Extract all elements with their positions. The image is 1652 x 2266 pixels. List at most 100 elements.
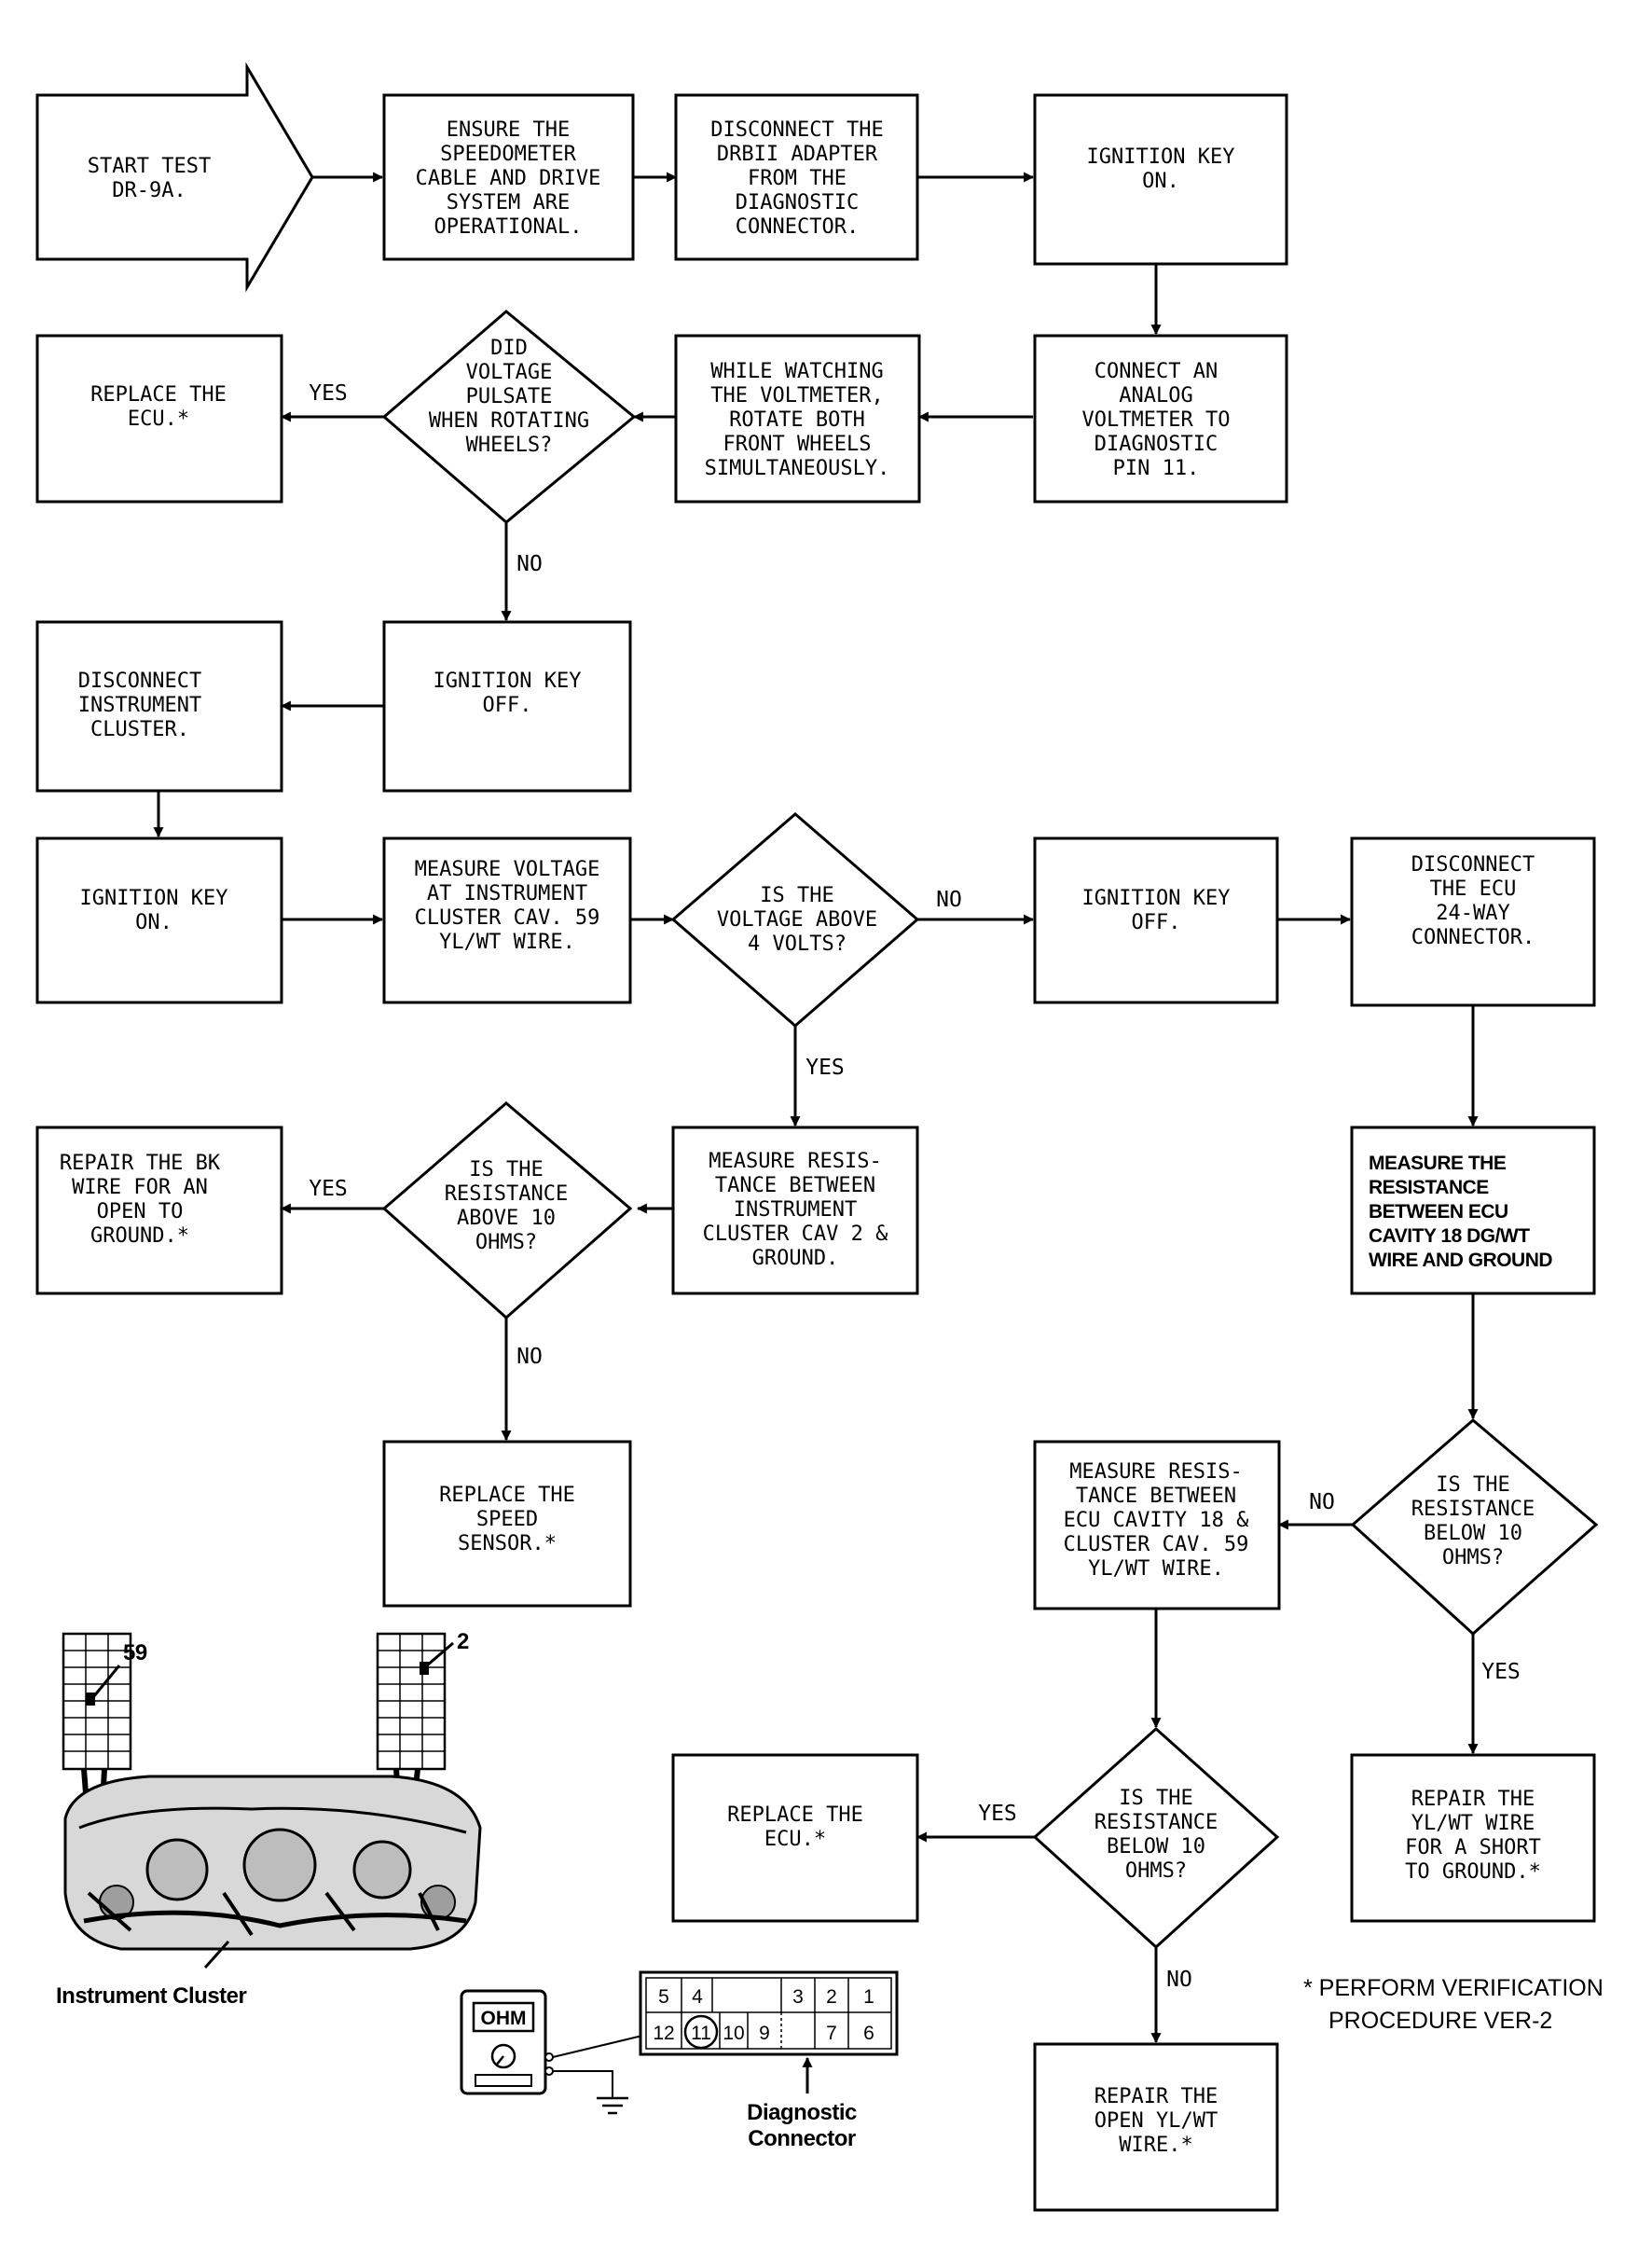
edge-yes-pulsate: YES (309, 381, 348, 406)
node-text-line: INSTRUMENT (734, 1198, 857, 1222)
node-text-line: DR-9A. (112, 179, 186, 202)
node-text-line: ON. (135, 911, 172, 934)
node-text-line: ECU CAVITY 18 & (1064, 1509, 1249, 1532)
node-text-line: FROM THE (748, 167, 847, 190)
node-text-line: VOLTMETER TO (1082, 408, 1231, 432)
node-text-line: REPLACE THE (439, 1484, 575, 1507)
node-text-line: CLUSTER CAV 2 & (703, 1223, 888, 1246)
note-line1: * PERFORM VERIFICATION (1303, 1975, 1604, 2001)
node-text-line: OPERATIONAL. (434, 215, 583, 239)
node-text-line: SPEEDOMETER (440, 143, 576, 166)
edge-no-pulsate: NO (516, 552, 543, 576)
pin-top-4: 3 (792, 1986, 804, 2008)
node-text-line: IGNITION KEY (80, 887, 228, 910)
node-text-line: PIN 11. (1113, 457, 1200, 480)
node-text-line: WHILE WATCHING (710, 360, 883, 383)
node-text-line: BETWEEN ECU (1369, 1201, 1508, 1223)
node-text-line: BELOW 10 (1107, 1835, 1205, 1858)
node-text-line: OFF. (483, 694, 532, 717)
pin-bottom-3: 10 (723, 2023, 744, 2044)
node-text-line: DIAGNOSTIC (1094, 433, 1218, 456)
node-text-line: OHMS? (1125, 1859, 1187, 1883)
edge-yes-voltage: YES (805, 1056, 845, 1080)
edge-labels: YES NO NO YES YES NO NO YES YES NO (309, 381, 1521, 1992)
node-text-line: DRBII ADAPTER (717, 143, 878, 166)
edge-no-res-below-b: NO (1166, 1968, 1192, 1992)
node-text-line: WIRE FOR AN (72, 1176, 208, 1199)
pin-bottom-4: 9 (759, 2023, 770, 2044)
node-text-line: MEASURE THE (1369, 1153, 1507, 1174)
node-text-line: RESISTANCE (1094, 1811, 1218, 1834)
node-text-line: MEASURE VOLTAGE (415, 858, 600, 881)
note-line2: PROCEDURE VER-2 (1328, 2008, 1552, 2034)
node-text-line: VOLTAGE (466, 361, 553, 384)
node-text-line: IS THE (1119, 1787, 1192, 1810)
node-text-line: REPLACE THE (90, 383, 227, 407)
node-text-line: CONNECTOR. (736, 215, 859, 239)
node-text-line: ECU.* (764, 1828, 826, 1851)
node-text-line: CONNECT AN (1094, 360, 1218, 383)
cavity-59-label: 59 (123, 1640, 147, 1665)
node-text-line: CLUSTER. (90, 718, 189, 741)
node-text-line: RESISTANCE (1411, 1498, 1535, 1521)
meter-display: OHM (481, 2008, 527, 2029)
node-text-line: WIRE AND GROUND (1369, 1250, 1552, 1271)
node-text-line: ENSURE THE (447, 118, 570, 142)
node-text-line: IGNITION KEY (1087, 145, 1235, 169)
node-text-line: TANCE BETWEEN (1076, 1485, 1236, 1508)
node-text-line: MEASURE RESIS- (1069, 1460, 1242, 1484)
pin-top-5: 2 (826, 1986, 837, 2008)
node-text-line: DISCONNECT (1411, 853, 1535, 877)
node-text-line: SYSTEM ARE (447, 191, 570, 214)
node-text-line: REPLACE THE (727, 1803, 863, 1827)
node-text-line: CONNECTOR. (1411, 926, 1535, 949)
cluster-connector-left: 59 (62, 1632, 147, 1771)
node-text-line: DID (490, 337, 528, 360)
node-text-line: BELOW 10 (1424, 1522, 1522, 1545)
node-text-line: OHMS? (475, 1231, 537, 1254)
node-text-line: REPAIR THE BK (60, 1152, 221, 1175)
node-text-line: IS THE (760, 884, 833, 907)
cluster-connector-right: 2 (376, 1629, 470, 1771)
node-text-line: ABOVE 10 (457, 1207, 556, 1230)
node-text-line: START TEST (88, 155, 211, 178)
node-text-line: OPEN TO (97, 1200, 184, 1223)
diagnostic-connector-illustration: 5 4 3 2 1 12 11 10 9 7 6 Diagnostic Conn… (639, 1970, 899, 2151)
node-text-line: ROTATE BOTH (729, 408, 865, 432)
node-text-line: THE VOLTMETER, (710, 384, 883, 408)
edge-yes-res-above: YES (309, 1177, 348, 1201)
node-text-line: IGNITION KEY (434, 670, 582, 693)
node-text-line: WHEN ROTATING (429, 409, 589, 433)
node-text-line: DIAGNOSTIC (736, 191, 859, 214)
edge-no-res-above: NO (516, 1345, 543, 1369)
